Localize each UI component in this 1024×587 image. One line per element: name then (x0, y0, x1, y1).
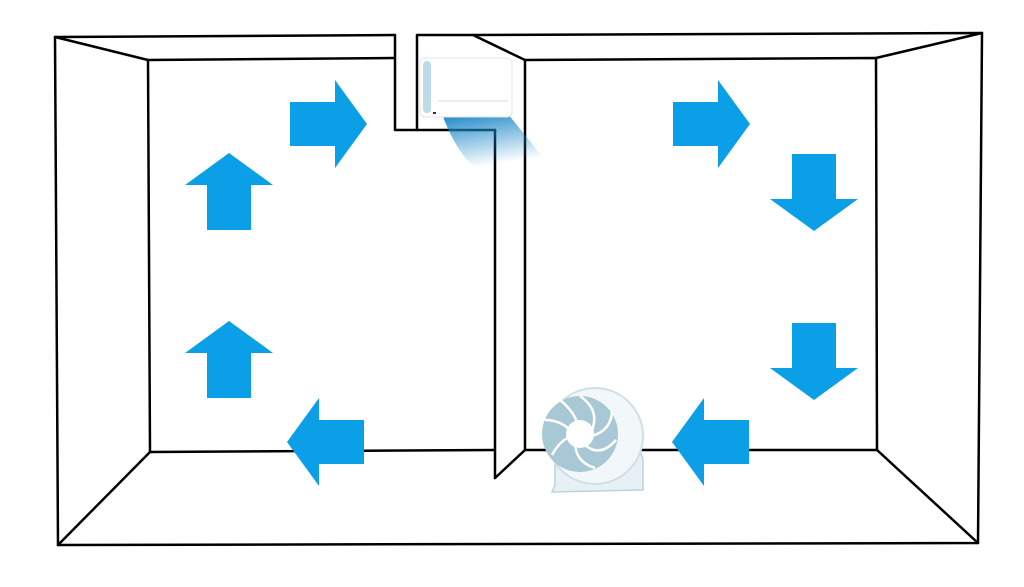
arrow-up-icon (185, 153, 273, 230)
arrow-left-icon (672, 398, 749, 486)
arrow-right-icon (290, 80, 367, 168)
arrow-up-icon (185, 321, 273, 398)
arrow-left-icon (287, 398, 364, 486)
room-outline (53, 31, 984, 547)
air-conditioner-icon (419, 57, 545, 168)
arrow-down-icon (770, 323, 858, 400)
circulator-fan-icon (542, 387, 644, 493)
arrow-right-icon (673, 80, 750, 168)
arrow-down-icon (770, 154, 858, 231)
